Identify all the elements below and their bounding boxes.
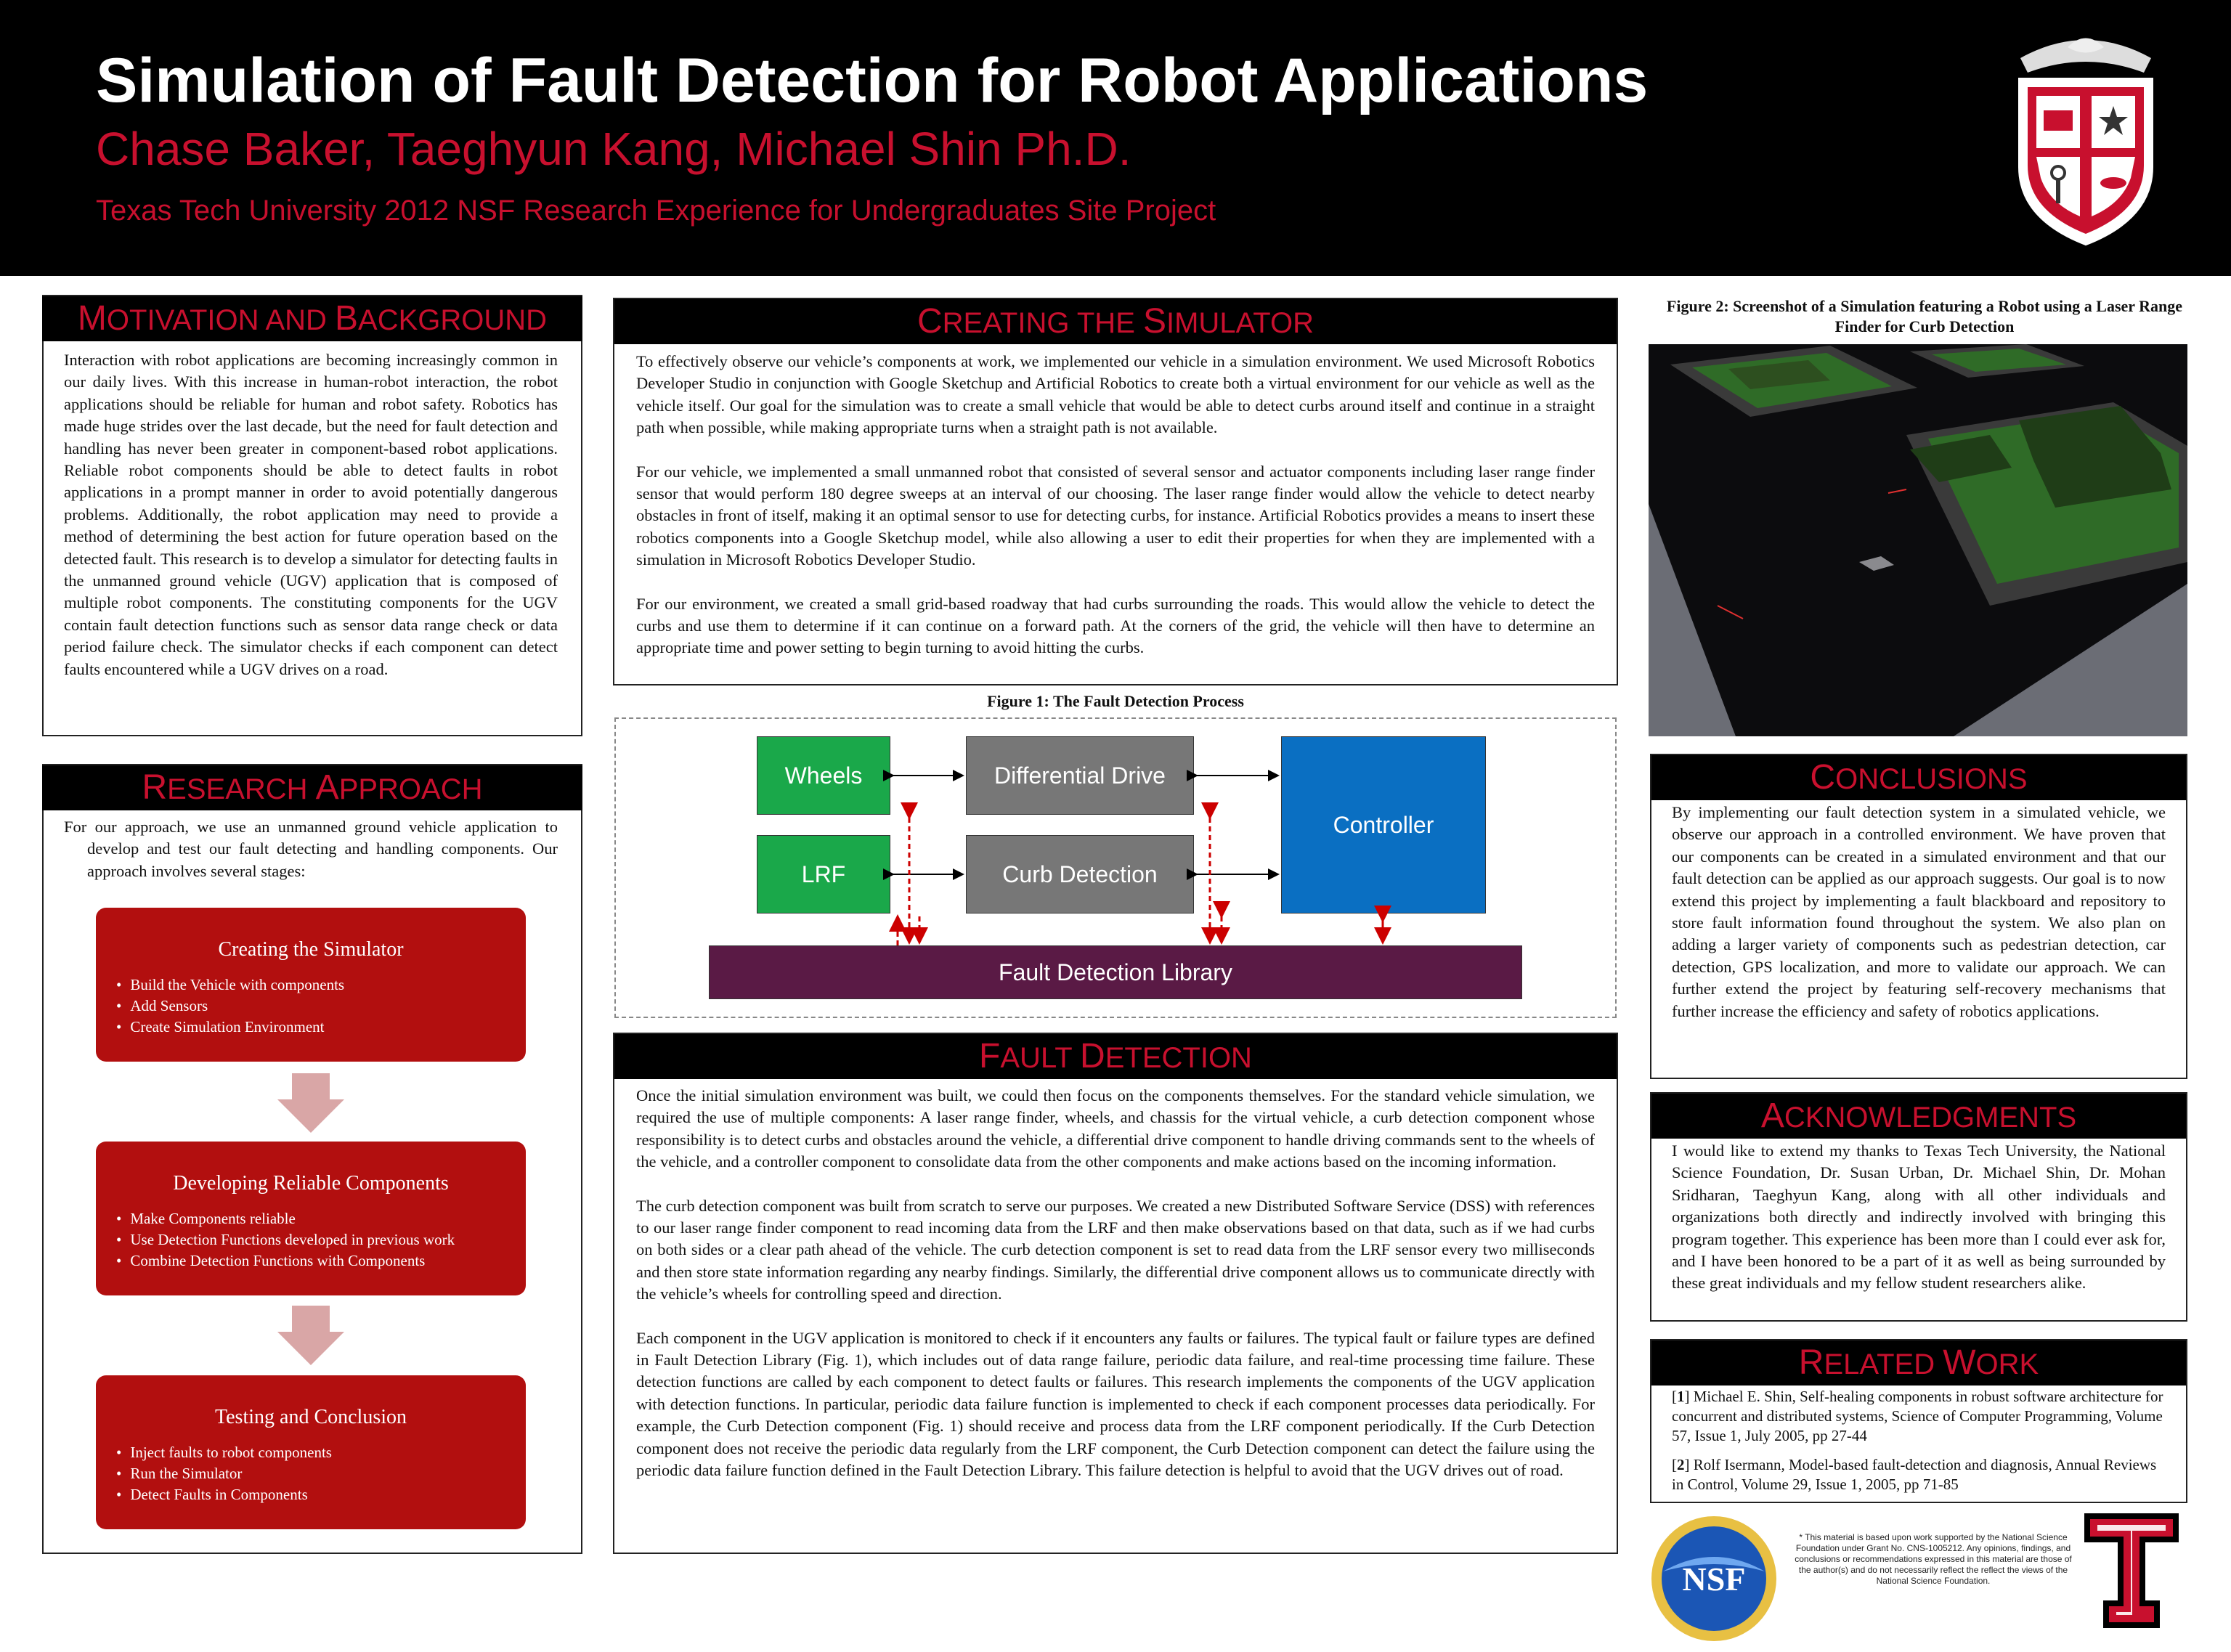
research-heading: RESEARCH APPROACH [42, 765, 582, 810]
stage-card: Testing and Conclusion Inject faults to … [96, 1375, 526, 1529]
conclusions-heading: CONCLUSIONS [1651, 755, 2186, 800]
motivation-panel [42, 295, 582, 736]
stage-item: Run the Simulator [128, 1463, 526, 1484]
fault-detection-library-box: Fault Detection Library [709, 945, 1522, 999]
stage-item: Create Simulation Environment [128, 1017, 526, 1038]
motivation-text: Interaction with robot applications are … [64, 351, 558, 678]
ttu-seal-logo [2018, 38, 2153, 246]
fault-heading: FAULT DETECTION [614, 1034, 1617, 1079]
paragraph: Once the initial simulation environment … [636, 1086, 1595, 1171]
paragraph: To effectively observe our vehicle’s com… [636, 352, 1595, 437]
nsf-logo: NSF [1651, 1516, 1776, 1641]
curb-detection-box: Curb Detection [966, 835, 1194, 914]
figure1-caption: Figure 1: The Fault Detection Process [987, 692, 1244, 710]
research-text: For our approach, we use an unmanned gro… [64, 818, 558, 880]
figure2-caption: Figure 2: Screenshot of a Simulation fea… [1666, 297, 2183, 335]
simulator-text: To effectively observe our vehicle’s com… [636, 351, 1595, 659]
simulator-heading: CREATING THE SIMULATOR [614, 299, 1617, 344]
motivation-heading: MOTIVATION AND BACKGROUND [42, 296, 582, 341]
double-t-logo [2084, 1513, 2179, 1628]
paragraph: Each component in the UGV application is… [636, 1328, 1595, 1480]
down-arrow-icon [277, 1306, 344, 1365]
reference-item: [2] Rolf Isermann, Model-based fault-det… [1672, 1456, 2157, 1493]
related-heading: RELATED WORK [1651, 1340, 2186, 1386]
paragraph: For our vehicle, we implemented a small … [636, 462, 1595, 569]
stage-title: Creating the Simulator [218, 938, 404, 961]
paragraph: The curb detection component was built f… [636, 1196, 1595, 1303]
conclusions-panel [1650, 754, 2187, 1079]
paragraph: For our environment, we created a small … [636, 594, 1595, 657]
stage-item: Add Sensors [128, 996, 526, 1017]
stage-card: Creating the Simulator Build the Vehicle… [96, 908, 526, 1062]
disclaimer-text: * This material is based upon work suppo… [1795, 1532, 2072, 1586]
stage-card: Developing Reliable Components Make Comp… [96, 1142, 526, 1295]
acknowledgments-heading: ACKNOWLEDGMENTS [1651, 1094, 2186, 1139]
fault-text: Once the initial simulation environment … [636, 1085, 1595, 1482]
conclusions-text: By implementing our fault detection syst… [1672, 803, 2166, 1020]
poster-authors: Chase Baker, Taeghyun Kang, Michael Shin… [96, 123, 1131, 175]
figure1-frame [614, 717, 1617, 1018]
stage-title: Developing Reliable Components [173, 1172, 449, 1195]
header-bar: Simulation of Fault Detection for Robot … [0, 0, 2231, 276]
stage-item: Inject faults to robot components [128, 1442, 526, 1463]
stage-item: Build the Vehicle with components [128, 974, 526, 996]
stage-item: Use Detection Functions developed in pre… [128, 1229, 526, 1250]
differential-drive-box: Differential Drive [966, 736, 1194, 815]
simulator-panel [613, 298, 1618, 685]
svg-text:NSF: NSF [1683, 1561, 1746, 1598]
acknowledgments-text: I would like to extend my thanks to Texa… [1672, 1142, 2166, 1293]
down-arrow-icon [277, 1073, 344, 1133]
stage-title: Testing and Conclusion [214, 1406, 407, 1428]
wheels-box: Wheels [757, 736, 890, 815]
fault-panel [613, 1033, 1618, 1554]
lrf-box: LRF [757, 835, 890, 914]
figure1-connectors [883, 770, 1391, 945]
poster-title: Simulation of Fault Detection for Robot … [96, 46, 1649, 115]
poster-affiliation: Texas Tech University 2012 NSF Research … [96, 195, 1216, 227]
stage-item: Detect Faults in Components [128, 1484, 526, 1505]
controller-box: Controller [1281, 736, 1486, 914]
simulation-screenshot [1649, 344, 2187, 736]
reference-item: [1] Michael E. Shin, Self-healing compon… [1672, 1388, 2163, 1444]
stage-item: Make Components reliable [128, 1208, 526, 1229]
stage-item: Combine Detection Functions with Compone… [128, 1250, 526, 1271]
